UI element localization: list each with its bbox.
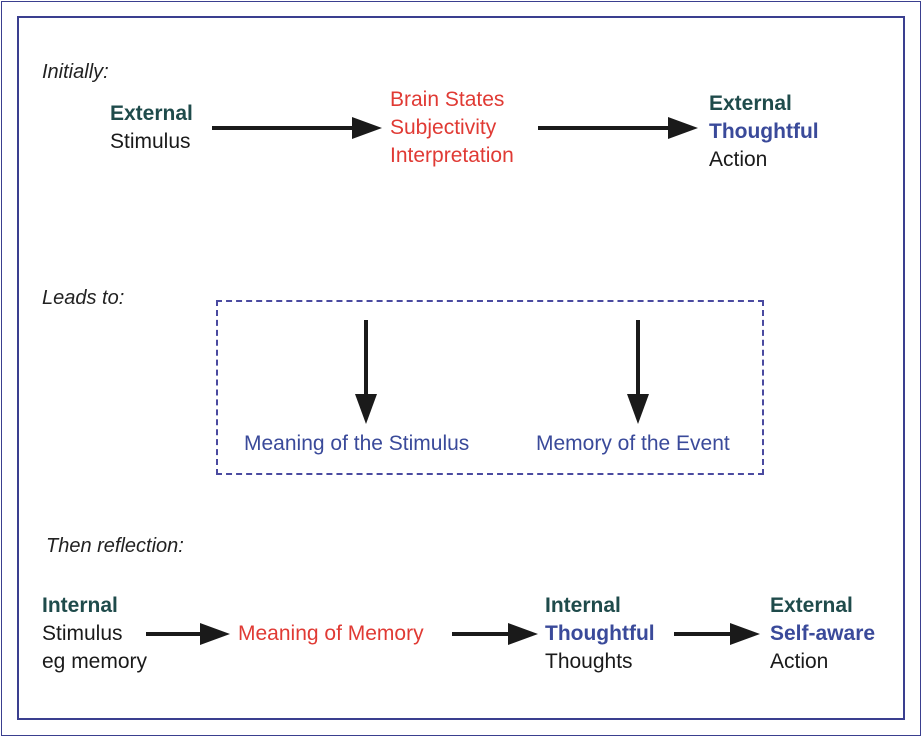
meaning-of-memory-text: Meaning of Memory bbox=[238, 622, 424, 645]
initial-source-line2: Stimulus bbox=[110, 130, 191, 153]
arrow-stimulus-to-meaning bbox=[146, 623, 230, 645]
section-initially-label: Initially: bbox=[42, 61, 109, 83]
arrow-down-meaning bbox=[355, 320, 377, 424]
reflection-action-line1: External bbox=[770, 594, 853, 617]
reflection-source-line2: Stimulus bbox=[42, 622, 123, 645]
reflection-thoughts-line3: Thoughts bbox=[545, 650, 633, 673]
reflection-action-line3: Action bbox=[770, 650, 829, 673]
inner-frame bbox=[17, 16, 905, 720]
arrow-brain-to-action bbox=[538, 117, 698, 139]
reflection-source-line3: eg memory bbox=[42, 650, 148, 673]
arrow-down-memory bbox=[627, 320, 649, 424]
meaning-of-stimulus-text: Meaning of the Stimulus bbox=[244, 432, 470, 455]
memory-of-event-text: Memory of the Event bbox=[536, 432, 730, 455]
reflection-source-line1: Internal bbox=[42, 594, 118, 617]
leads-to-dashed-box bbox=[216, 300, 764, 475]
reflection-action-line2: Self-aware bbox=[770, 622, 876, 645]
initial-action-line2: Thoughtful bbox=[709, 120, 819, 143]
arrow-meaning-to-thoughts bbox=[452, 623, 538, 645]
section-reflection-label: Then reflection: bbox=[46, 535, 184, 557]
arrow-thoughts-to-action bbox=[674, 623, 760, 645]
interpretation-text: Interpretation bbox=[390, 144, 514, 167]
initial-source-line1: External bbox=[110, 102, 193, 125]
brain-states-text: Brain States bbox=[390, 88, 505, 111]
initial-action-line3: Action bbox=[709, 148, 768, 171]
reflection-thoughts-line2: Thoughtful bbox=[545, 622, 655, 645]
arrow-stimulus-to-brain bbox=[212, 117, 382, 139]
section-leads-to-label: Leads to: bbox=[42, 287, 125, 309]
reflection-thoughts-line1: Internal bbox=[545, 594, 621, 617]
initial-action-line1: External bbox=[709, 92, 792, 115]
subjectivity-text: Subjectivity bbox=[390, 116, 497, 139]
